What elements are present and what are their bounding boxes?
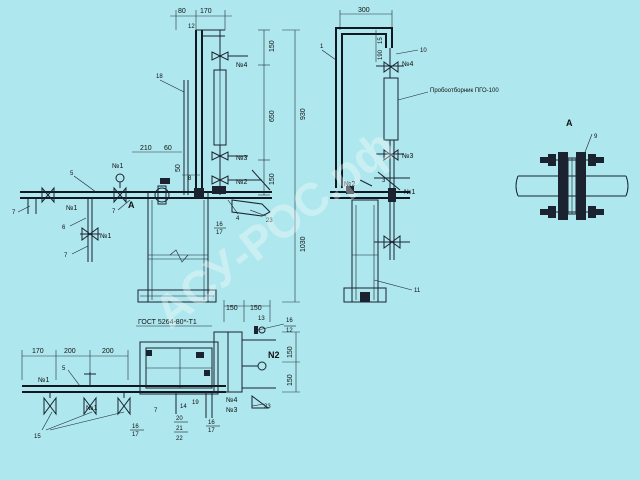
view-a-marker: А <box>128 200 135 210</box>
sampler-cylinder-right <box>383 77 399 141</box>
dim-150-a: 150 <box>269 40 276 52</box>
gost-label: ГОСТ 5264-80*-Т1 <box>138 319 197 326</box>
callout-16d: 16 <box>208 420 215 426</box>
label-no1-e: №1 <box>38 377 50 384</box>
label-no4-b: №4 <box>402 61 414 68</box>
callout-16b: 16 <box>286 318 293 324</box>
side-elevation: 300 15 190 <box>330 7 410 303</box>
callout-21: 21 <box>176 426 183 432</box>
valve-no1-right <box>383 235 401 249</box>
callout-16c: 16 <box>132 424 139 430</box>
callout-23b: 23 <box>264 404 271 410</box>
callout-14: 14 <box>180 404 187 410</box>
dim-60: 60 <box>164 145 172 152</box>
callout-11: 11 <box>414 288 421 294</box>
callout-15: 15 <box>34 434 41 440</box>
callout-17a: 17 <box>216 230 223 236</box>
valve-no1-b <box>113 186 127 204</box>
dim-150-b: 150 <box>269 173 276 185</box>
dim-170-top: 170 <box>200 8 212 15</box>
dim-300: 300 <box>358 7 370 14</box>
label-no1-c: №1 <box>100 233 112 240</box>
label-no1-a: №1 <box>112 163 124 170</box>
callout-10: 10 <box>420 48 427 54</box>
valve-no2-left <box>211 175 229 185</box>
valve-no1-a <box>41 186 55 204</box>
label-no4-a: №4 <box>236 62 248 69</box>
callout-3: 3 <box>382 178 386 184</box>
sampler-label: Пробоотборник ПГО-100 <box>430 88 499 94</box>
labels-side: 1 10 №4 №3 №2 №1 3 Пробоотборник ПГО-100… <box>320 44 499 294</box>
label-no1-f: №1 <box>86 405 98 412</box>
label-no3-a: №3 <box>236 155 248 162</box>
callout-12b: 12 <box>286 328 293 334</box>
callout-7d: 7 <box>154 408 158 414</box>
callout-6: 6 <box>62 225 66 231</box>
callout-5b: 5 <box>62 366 66 372</box>
callout-23a: 23 <box>266 218 273 224</box>
dim-210: 210 <box>140 145 152 152</box>
valve-no3-right <box>383 149 399 161</box>
dim-150-f: 150 <box>287 374 294 386</box>
label-no1-b: №1 <box>66 205 78 212</box>
dim-50: 50 <box>175 164 182 172</box>
callout-7a: 7 <box>12 210 16 216</box>
callout-7c: 7 <box>112 209 116 215</box>
plan-view: 170 200 200 <box>21 300 300 418</box>
valve-plan-no1-a <box>43 396 57 416</box>
callout-20: 20 <box>176 416 183 422</box>
label-n2: N2 <box>268 350 280 360</box>
valve-plan-c <box>117 396 131 416</box>
valve-no3-left <box>211 151 229 161</box>
callout-1: 1 <box>320 44 324 50</box>
plan-frame <box>139 341 219 395</box>
callout-8: 8 <box>188 176 192 182</box>
label-no2-a: №2 <box>236 179 248 186</box>
dimension-lines-front: 80 170 150 650 150 930 1030 210 60 50 <box>132 8 307 303</box>
label-no4-c: №4 <box>226 397 238 404</box>
dim-200-a: 200 <box>64 348 76 355</box>
dim-15: 15 <box>378 37 384 44</box>
callout-17d: 17 <box>208 428 215 434</box>
callout-18: 18 <box>156 74 163 80</box>
callout-7b: 7 <box>64 253 68 259</box>
label-no3-b: №3 <box>402 153 414 160</box>
dim-190: 190 <box>378 49 384 60</box>
dim-170-bot: 170 <box>32 348 44 355</box>
dim-150-d: 150 <box>250 305 262 312</box>
dim-80: 80 <box>178 8 186 15</box>
callout-13: 13 <box>258 316 265 322</box>
valve-no1-c <box>81 227 99 241</box>
flange-a <box>157 185 167 205</box>
label-no2-b: №2 <box>344 181 356 188</box>
dim-200-b: 200 <box>102 348 114 355</box>
label-no1-d: №1 <box>404 189 416 196</box>
base-plate <box>137 289 217 303</box>
dim-930: 930 <box>300 108 307 120</box>
labels-front: №4 №3 №2 №1 №1 №1 А 18 12 5 7 6 7 7 8 4 … <box>12 24 273 259</box>
detail-a-title: А <box>566 118 573 128</box>
dim-1030: 1030 <box>300 236 307 252</box>
callout-17c: 17 <box>132 432 139 438</box>
callout-12: 12 <box>188 24 195 30</box>
detail-a: А 9 <box>515 118 629 220</box>
callout-16a: 16 <box>216 222 223 228</box>
callout-5: 5 <box>70 171 74 177</box>
valve-plan-no1-b <box>83 396 97 416</box>
valve-no4-right <box>383 61 399 73</box>
callout-22: 22 <box>176 436 183 442</box>
dim-150-e: 150 <box>287 346 294 358</box>
callout-19: 19 <box>192 400 199 406</box>
watermark: АСУ-РОС.рф <box>144 119 404 338</box>
front-elevation <box>20 29 272 303</box>
labels-plan: ГОСТ 5264-80*-Т1 №1 №1 N2 №4 №3 16 12 13… <box>34 316 296 442</box>
label-no3-c: №3 <box>226 407 238 414</box>
callout-9: 9 <box>594 134 598 140</box>
dim-650: 650 <box>269 110 276 122</box>
valve-no4-left <box>211 51 229 61</box>
callout-4: 4 <box>236 216 240 222</box>
dim-150-c: 150 <box>226 305 238 312</box>
